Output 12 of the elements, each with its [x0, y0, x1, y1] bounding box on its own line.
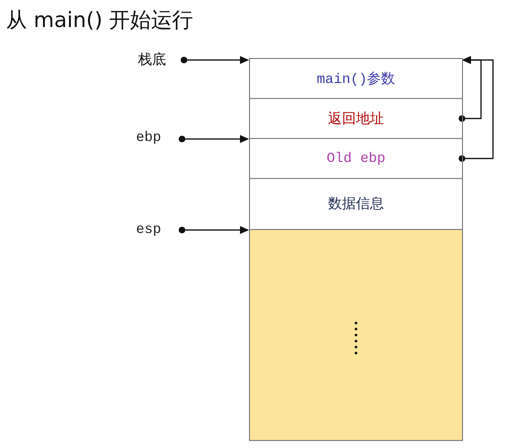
stack-cell: main()参数 — [249, 58, 463, 99]
pointer-label: esp — [136, 220, 178, 240]
stack-cell: Old ebp — [249, 138, 463, 179]
arrow — [458, 56, 494, 162]
pointer-label: ebp — [136, 128, 178, 148]
arrow — [178, 226, 249, 234]
pointer-label: 栈底 — [138, 50, 180, 70]
stack-region — [249, 229, 463, 441]
arrow — [180, 56, 249, 64]
arrow — [178, 135, 249, 143]
title: 从 main() 开始运行 — [6, 7, 194, 34]
stack-cell: 返回地址 — [249, 98, 463, 139]
